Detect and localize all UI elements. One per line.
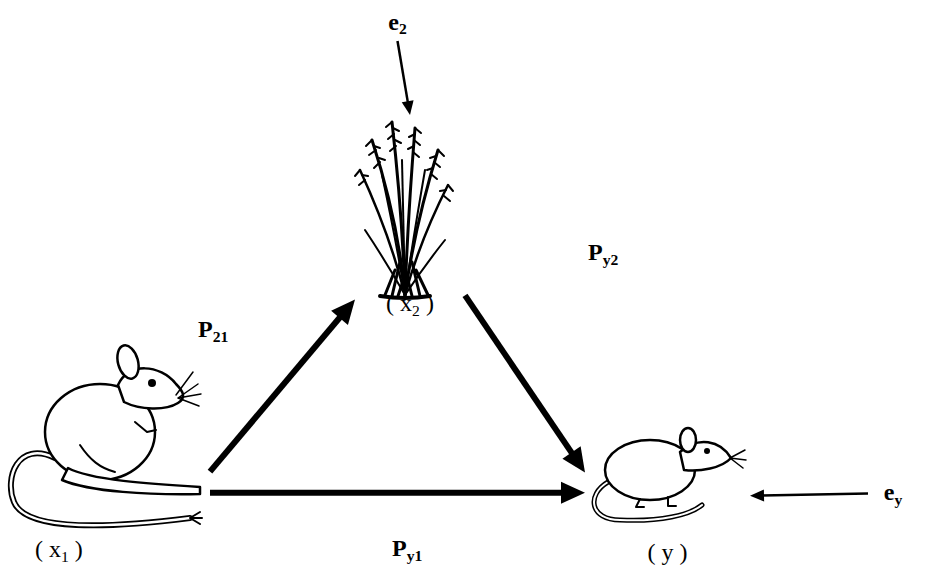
- path-coefficient: Py1: [392, 534, 422, 565]
- text-part: ( y ): [648, 539, 688, 565]
- subscript: 21: [213, 328, 229, 345]
- text-part: e: [884, 479, 895, 505]
- variable-label: ( x1 ): [35, 535, 83, 566]
- path-arrow: [210, 300, 355, 472]
- path-arrow: [750, 490, 868, 502]
- variable-label: ( x2 ): [386, 289, 434, 320]
- variable-node: ( y ): [585, 410, 750, 566]
- error-term: e2: [375, 5, 420, 41]
- subscript: 2: [412, 302, 420, 319]
- path-coefficient: Py2: [588, 238, 618, 269]
- text-part: ): [420, 290, 434, 316]
- subscript: y2: [603, 251, 619, 268]
- arrowhead: [750, 490, 764, 502]
- path-arrow: [210, 482, 585, 504]
- text-part: ( x: [35, 536, 61, 562]
- variable-label: e2: [388, 8, 406, 39]
- grass-illustration: [355, 122, 453, 298]
- text-part: ( x: [386, 290, 412, 316]
- connector-line: [398, 41, 409, 105]
- text-part: P: [588, 239, 603, 265]
- text-part: P: [392, 535, 407, 561]
- connector-line: [760, 494, 868, 496]
- connector-line: [465, 295, 574, 455]
- subscript: y: [894, 491, 902, 508]
- error-term: ey: [868, 476, 918, 511]
- subscript: 2: [399, 20, 407, 37]
- kangaroo-rat-illustration: [11, 343, 202, 525]
- text-part: ): [69, 536, 83, 562]
- mouse-illustration: [594, 428, 746, 520]
- arrowhead: [331, 300, 355, 325]
- variable-node: ( x1 ): [5, 330, 210, 566]
- arrowhead: [561, 482, 585, 504]
- text-part: e: [388, 9, 399, 35]
- path-coefficient: P21: [198, 315, 228, 346]
- variable-label: ey: [884, 478, 902, 509]
- arrowhead: [402, 100, 414, 115]
- connector-line: [210, 315, 342, 472]
- path-arrow: [465, 295, 585, 472]
- arrowhead: [562, 446, 585, 472]
- text-part: P: [198, 316, 213, 342]
- variable-node: ( x2 ): [355, 115, 465, 320]
- path-arrow: [398, 41, 414, 115]
- subscript: y1: [407, 547, 423, 564]
- variable-label: ( y ): [648, 538, 688, 566]
- subscript: 1: [61, 548, 69, 565]
- connector-line: [210, 490, 565, 496]
